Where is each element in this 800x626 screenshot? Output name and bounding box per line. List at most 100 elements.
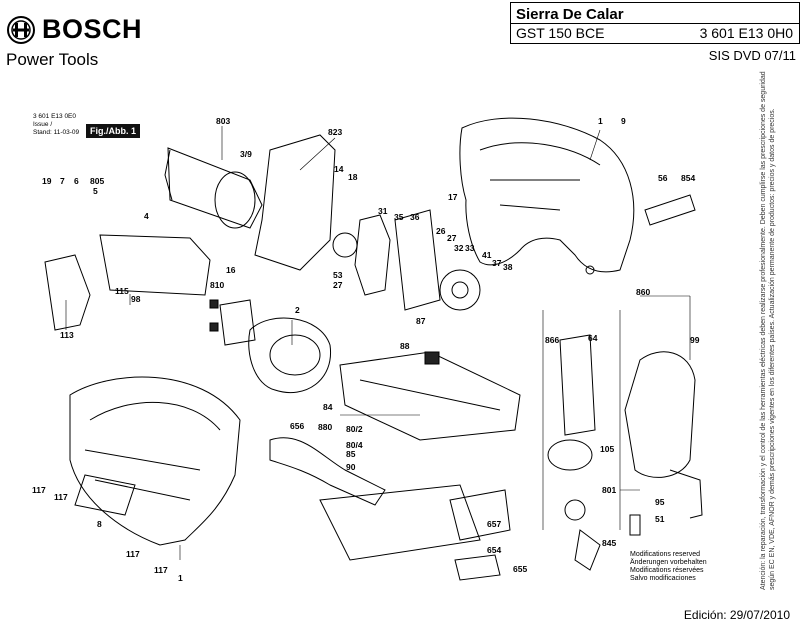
callout: 53 bbox=[333, 270, 343, 280]
callout: 80/2 bbox=[346, 424, 363, 434]
saw-handle-parts bbox=[644, 194, 696, 226]
callout: 64 bbox=[588, 333, 598, 343]
callout: 866 bbox=[545, 335, 559, 345]
issue-label: Issue / bbox=[33, 121, 53, 128]
shoe-parts bbox=[319, 484, 511, 581]
callout: 117 bbox=[126, 549, 140, 559]
mod-line: Modifications reserved bbox=[630, 551, 701, 558]
callout: 33 bbox=[465, 243, 475, 253]
callout: 1 bbox=[598, 116, 603, 126]
callout: 16 bbox=[226, 265, 236, 275]
callout: 801 bbox=[602, 485, 616, 495]
callout: 17 bbox=[448, 192, 458, 202]
callout: 656 bbox=[290, 421, 304, 431]
callout: 88 bbox=[400, 341, 410, 351]
callout: 3/9 bbox=[240, 149, 252, 159]
callout: 113 bbox=[60, 330, 74, 340]
callout: 854 bbox=[681, 173, 695, 183]
brand-name: BOSCH bbox=[42, 14, 143, 44]
callout: 36 bbox=[410, 212, 420, 222]
brand-logo: BOSCH bbox=[6, 14, 142, 45]
callout: 803 bbox=[216, 116, 230, 126]
switch-assembly bbox=[44, 234, 211, 331]
callout: 1 bbox=[178, 573, 183, 583]
callout: 657 bbox=[487, 519, 501, 529]
title-divider bbox=[511, 23, 799, 24]
callout: 18 bbox=[348, 172, 358, 182]
leader-lines bbox=[65, 126, 691, 560]
callout: 9 bbox=[621, 116, 626, 126]
callout: 860 bbox=[636, 287, 650, 297]
callout: 655 bbox=[513, 564, 527, 574]
part-number: 3 601 E13 0H0 bbox=[699, 25, 793, 41]
figure-meta: 3 601 E13 0E0 Issue / Stand: 11-03-09 bbox=[33, 113, 79, 137]
title-block: Sierra De Calar GST 150 BCE 3 601 E13 0H… bbox=[510, 2, 800, 44]
callout: 654 bbox=[487, 545, 501, 555]
gearbox bbox=[354, 209, 481, 311]
fan-housing bbox=[254, 134, 358, 271]
callout: 105 bbox=[600, 444, 614, 454]
callout: 51 bbox=[655, 514, 665, 524]
callout: 84 bbox=[323, 402, 333, 412]
callout: 95 bbox=[655, 497, 665, 507]
callout: 14 bbox=[334, 164, 344, 174]
armature bbox=[164, 147, 263, 229]
callout: 99 bbox=[690, 335, 700, 345]
doc-number: 3 601 E13 0E0 bbox=[33, 113, 77, 120]
callout: 805 bbox=[90, 176, 104, 186]
callout: 845 bbox=[602, 538, 616, 548]
base-plate bbox=[339, 351, 521, 441]
housing-half-right bbox=[459, 117, 635, 275]
callout-labels: 1 9 803 823 3/9 14 18 17 56 854 19 7 6 8… bbox=[32, 116, 700, 583]
callout: 6 bbox=[74, 176, 79, 186]
housing-half-left bbox=[69, 376, 241, 546]
mod-line: Änderungen vorbehalten bbox=[630, 559, 707, 566]
modifications-note: Modifications reserved Änderungen vorbeh… bbox=[630, 551, 707, 583]
callout: 8 bbox=[97, 519, 102, 529]
callout: 4 bbox=[144, 211, 149, 221]
callout: 880 bbox=[318, 422, 332, 432]
field-coil bbox=[248, 317, 332, 394]
callout: 80/4 bbox=[346, 440, 363, 450]
callout: 90 bbox=[346, 462, 356, 472]
callout: 117 bbox=[54, 492, 68, 502]
mod-line: Modifications réservées bbox=[630, 567, 704, 574]
edition-date: Edición: 29/07/2010 bbox=[683, 608, 790, 622]
sis-version: SIS DVD 07/11 bbox=[708, 48, 796, 63]
product-title: Sierra De Calar bbox=[516, 6, 624, 23]
callout: 56 bbox=[658, 173, 668, 183]
callout: 2 bbox=[295, 305, 300, 315]
stand-date: 11-03-09 bbox=[53, 129, 80, 136]
callout: 810 bbox=[210, 280, 224, 290]
callout: 85 bbox=[346, 449, 356, 459]
callout: 7 bbox=[60, 176, 65, 186]
callout: 31 bbox=[378, 206, 388, 216]
callout: 19 bbox=[42, 176, 52, 186]
stand-label: Stand: bbox=[33, 129, 52, 136]
callout: 27 bbox=[333, 280, 343, 290]
brush-holder bbox=[209, 299, 256, 346]
tagline: Power Tools bbox=[6, 50, 99, 69]
dust-tube bbox=[269, 437, 386, 506]
dust-guard bbox=[624, 351, 703, 536]
callout: 117 bbox=[154, 565, 168, 575]
figure-badge: Fig./Abb. 1 bbox=[86, 124, 140, 138]
model-name: GST 150 BCE bbox=[516, 25, 605, 41]
callout: 37 bbox=[492, 258, 502, 268]
callout: 117 bbox=[32, 485, 46, 495]
bosch-armature-icon bbox=[7, 15, 35, 44]
callout: 32 bbox=[454, 243, 464, 253]
callout: 26 bbox=[436, 226, 446, 236]
mod-line: Salvo modificaciones bbox=[630, 575, 696, 582]
callout: 823 bbox=[328, 127, 342, 137]
callout: 98 bbox=[131, 294, 141, 304]
callout: 41 bbox=[482, 250, 492, 260]
callout: 87 bbox=[416, 316, 426, 326]
plunger-assembly bbox=[547, 334, 601, 571]
callout: 35 bbox=[394, 212, 404, 222]
callout: 27 bbox=[447, 233, 457, 243]
callout: 115 bbox=[115, 286, 129, 296]
legal-notice: Atención: la reparación, transformación … bbox=[760, 71, 776, 590]
callout: 5 bbox=[93, 186, 98, 196]
